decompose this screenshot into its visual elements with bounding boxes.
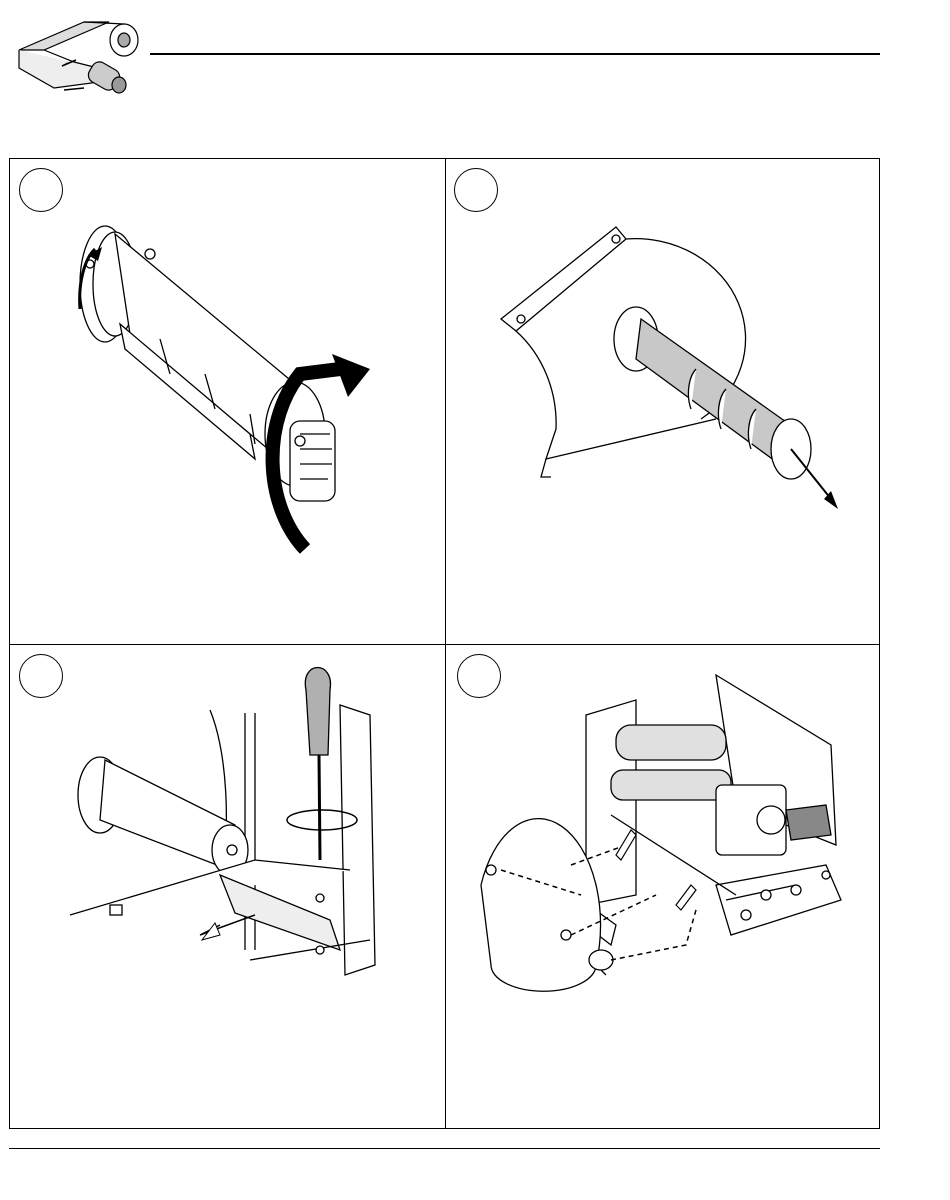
footer-rule	[9, 1148, 880, 1149]
step-panel-1	[10, 159, 445, 644]
ribbon-roll-icon	[14, 10, 144, 105]
remove-ribbon-core-illustration	[446, 159, 881, 644]
loosen-screw-screwdriver-illustration	[10, 645, 445, 1130]
step-panel-2	[446, 159, 881, 644]
step-panel-3	[10, 645, 445, 1130]
step-panel-4	[446, 645, 881, 1130]
ribbon-spindle-rotate-illustration	[10, 159, 445, 644]
step-panel-grid	[9, 158, 880, 1129]
header-rule	[150, 53, 880, 55]
mount-guide-plate-illustration	[446, 645, 881, 1130]
